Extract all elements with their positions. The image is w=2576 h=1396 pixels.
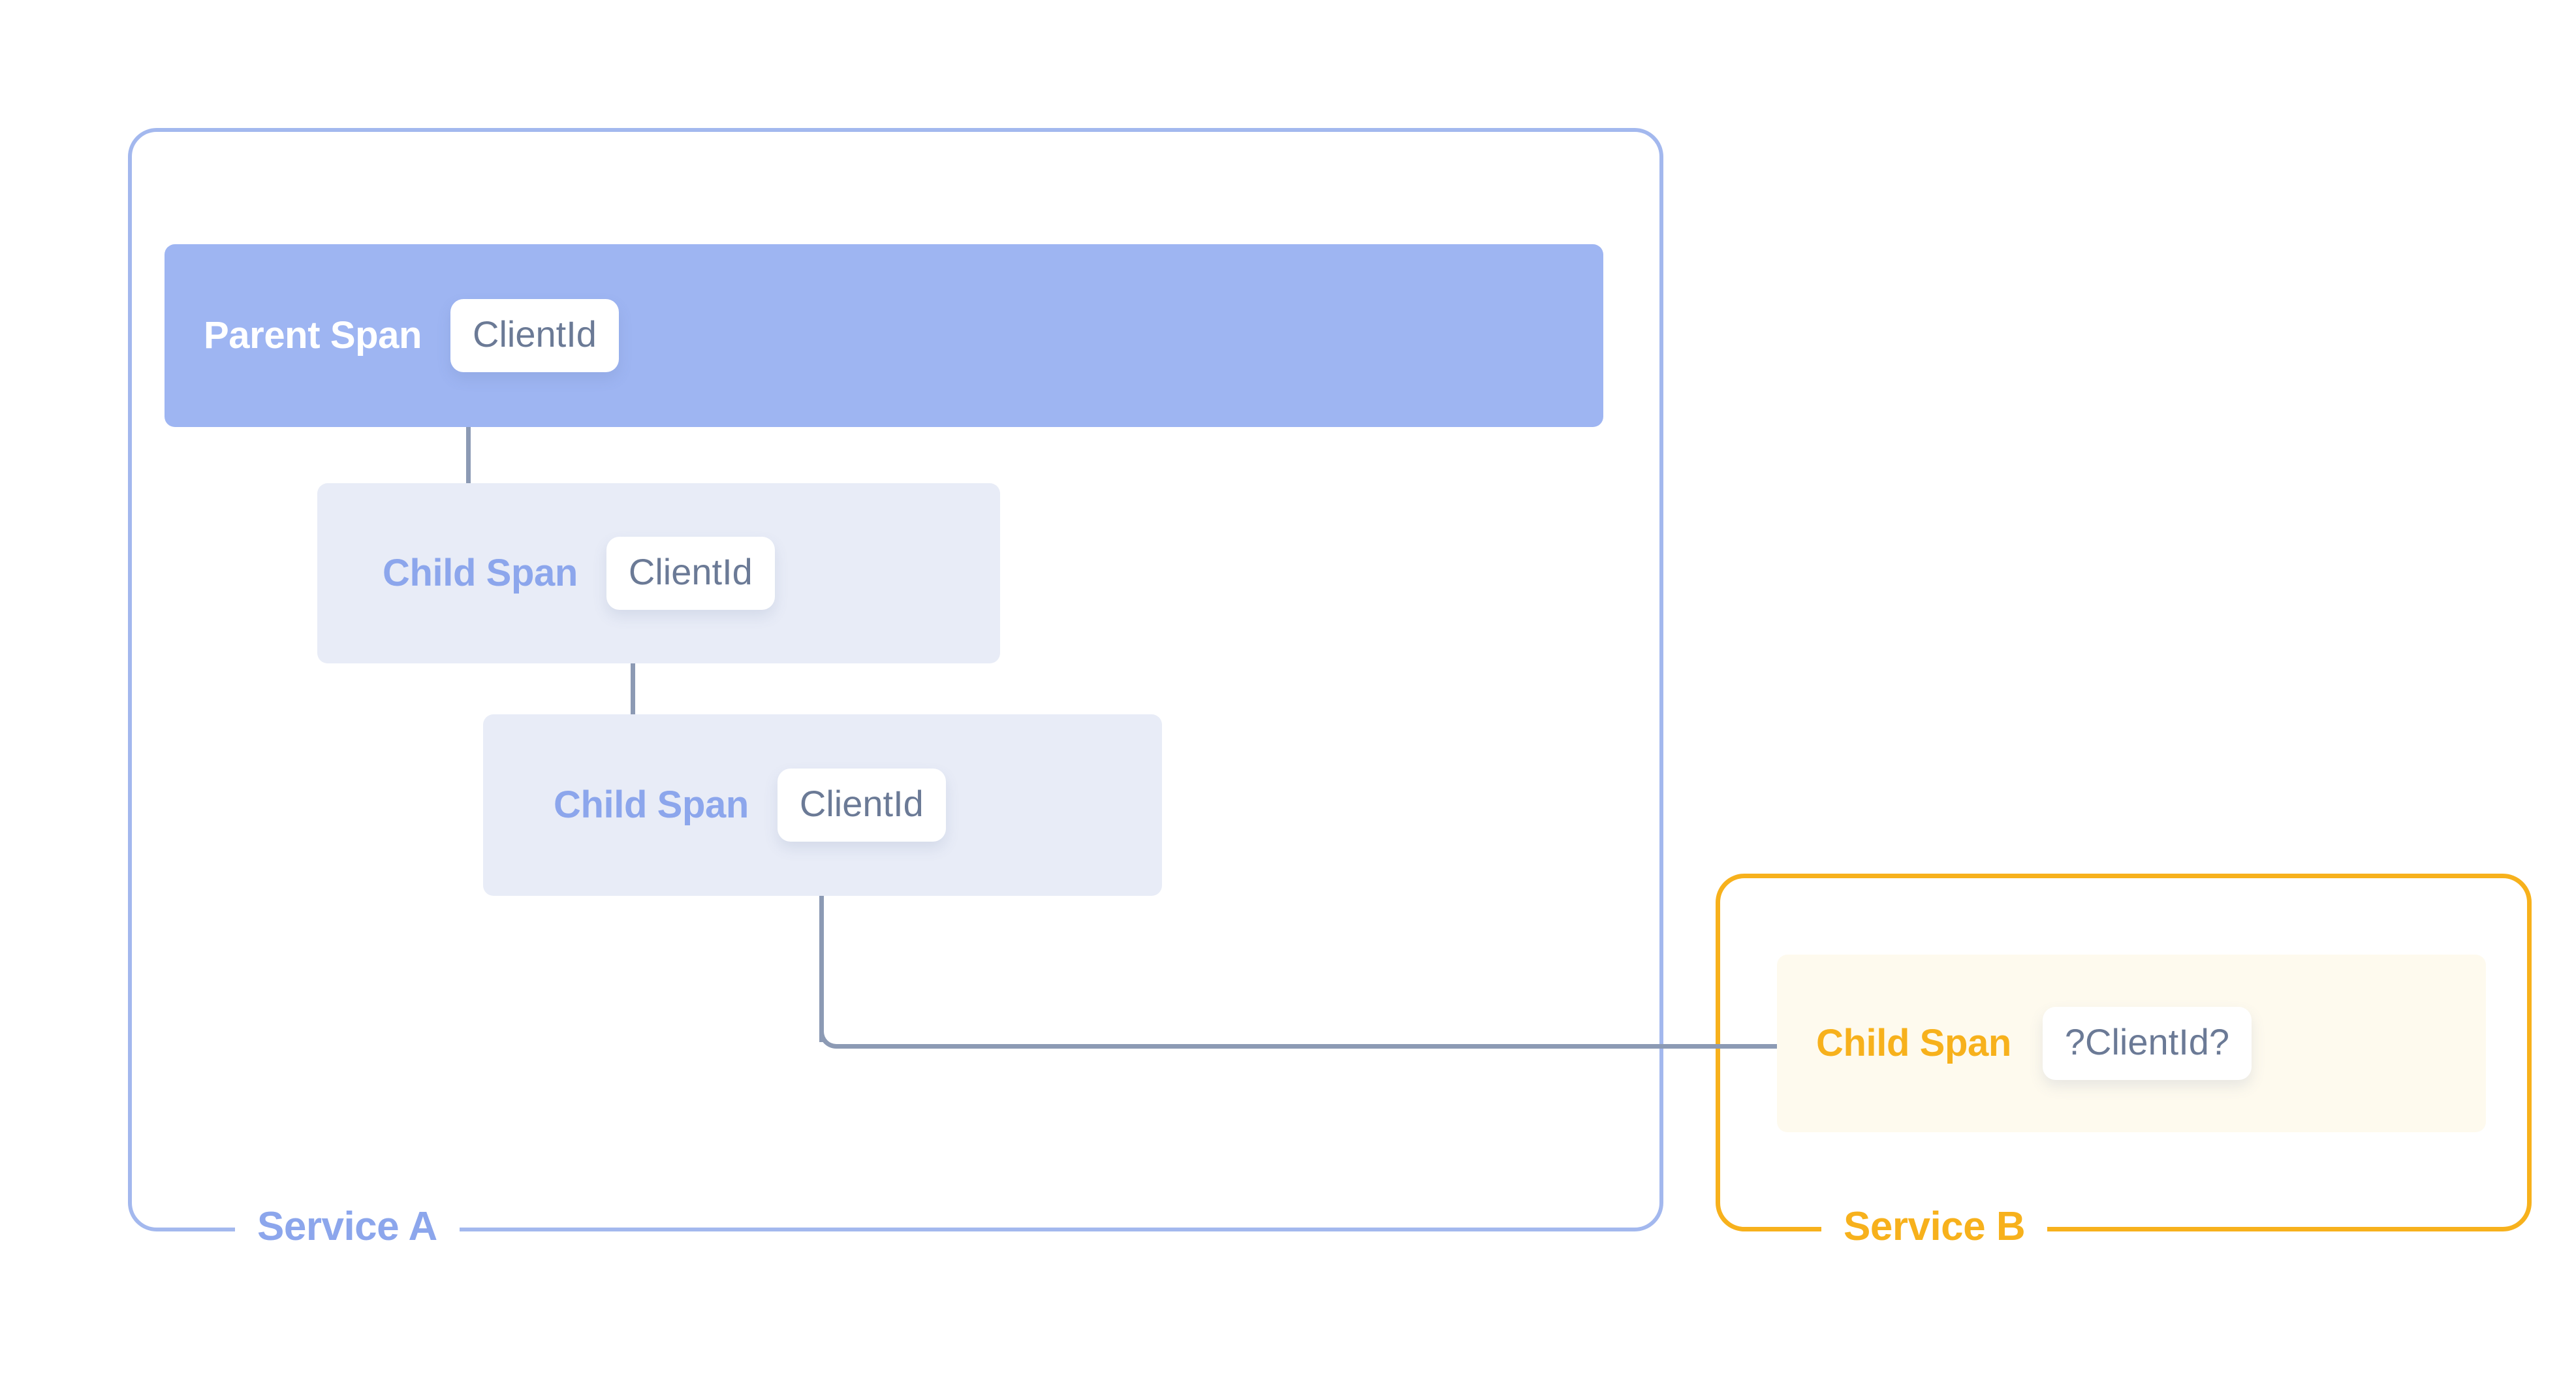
service-a-label: Service A	[235, 1207, 460, 1247]
span-title: Parent Span	[204, 314, 422, 357]
connector-parent-to-child1	[466, 427, 471, 483]
span-badge-clientid[interactable]: ClientId	[777, 769, 946, 842]
connector-child2-to-child3-drop	[819, 896, 824, 1042]
service-a-container	[128, 128, 1663, 1231]
connector-child1-to-child2	[631, 663, 635, 714]
span-parent[interactable]: Parent Span ClientId	[165, 244, 1603, 427]
connector-child2-to-child3-elbow	[819, 1020, 848, 1049]
span-badge-missing-clientid[interactable]: ?ClientId?	[2042, 1007, 2252, 1080]
span-title: Child Span	[1816, 1022, 2011, 1064]
span-child-3[interactable]: Child Span ?ClientId?	[1777, 955, 2486, 1132]
service-b-container	[1716, 874, 2532, 1231]
service-b-label: Service B	[1821, 1207, 2048, 1247]
span-title: Child Span	[383, 552, 578, 594]
span-child-1[interactable]: Child Span ClientId	[317, 483, 1000, 663]
connector-child2-to-child3-horizontal	[843, 1044, 1778, 1049]
span-title: Child Span	[554, 784, 749, 826]
span-child-2[interactable]: Child Span ClientId	[483, 714, 1162, 896]
span-badge-clientid[interactable]: ClientId	[606, 537, 775, 610]
span-badge-clientid[interactable]: ClientId	[450, 299, 619, 372]
